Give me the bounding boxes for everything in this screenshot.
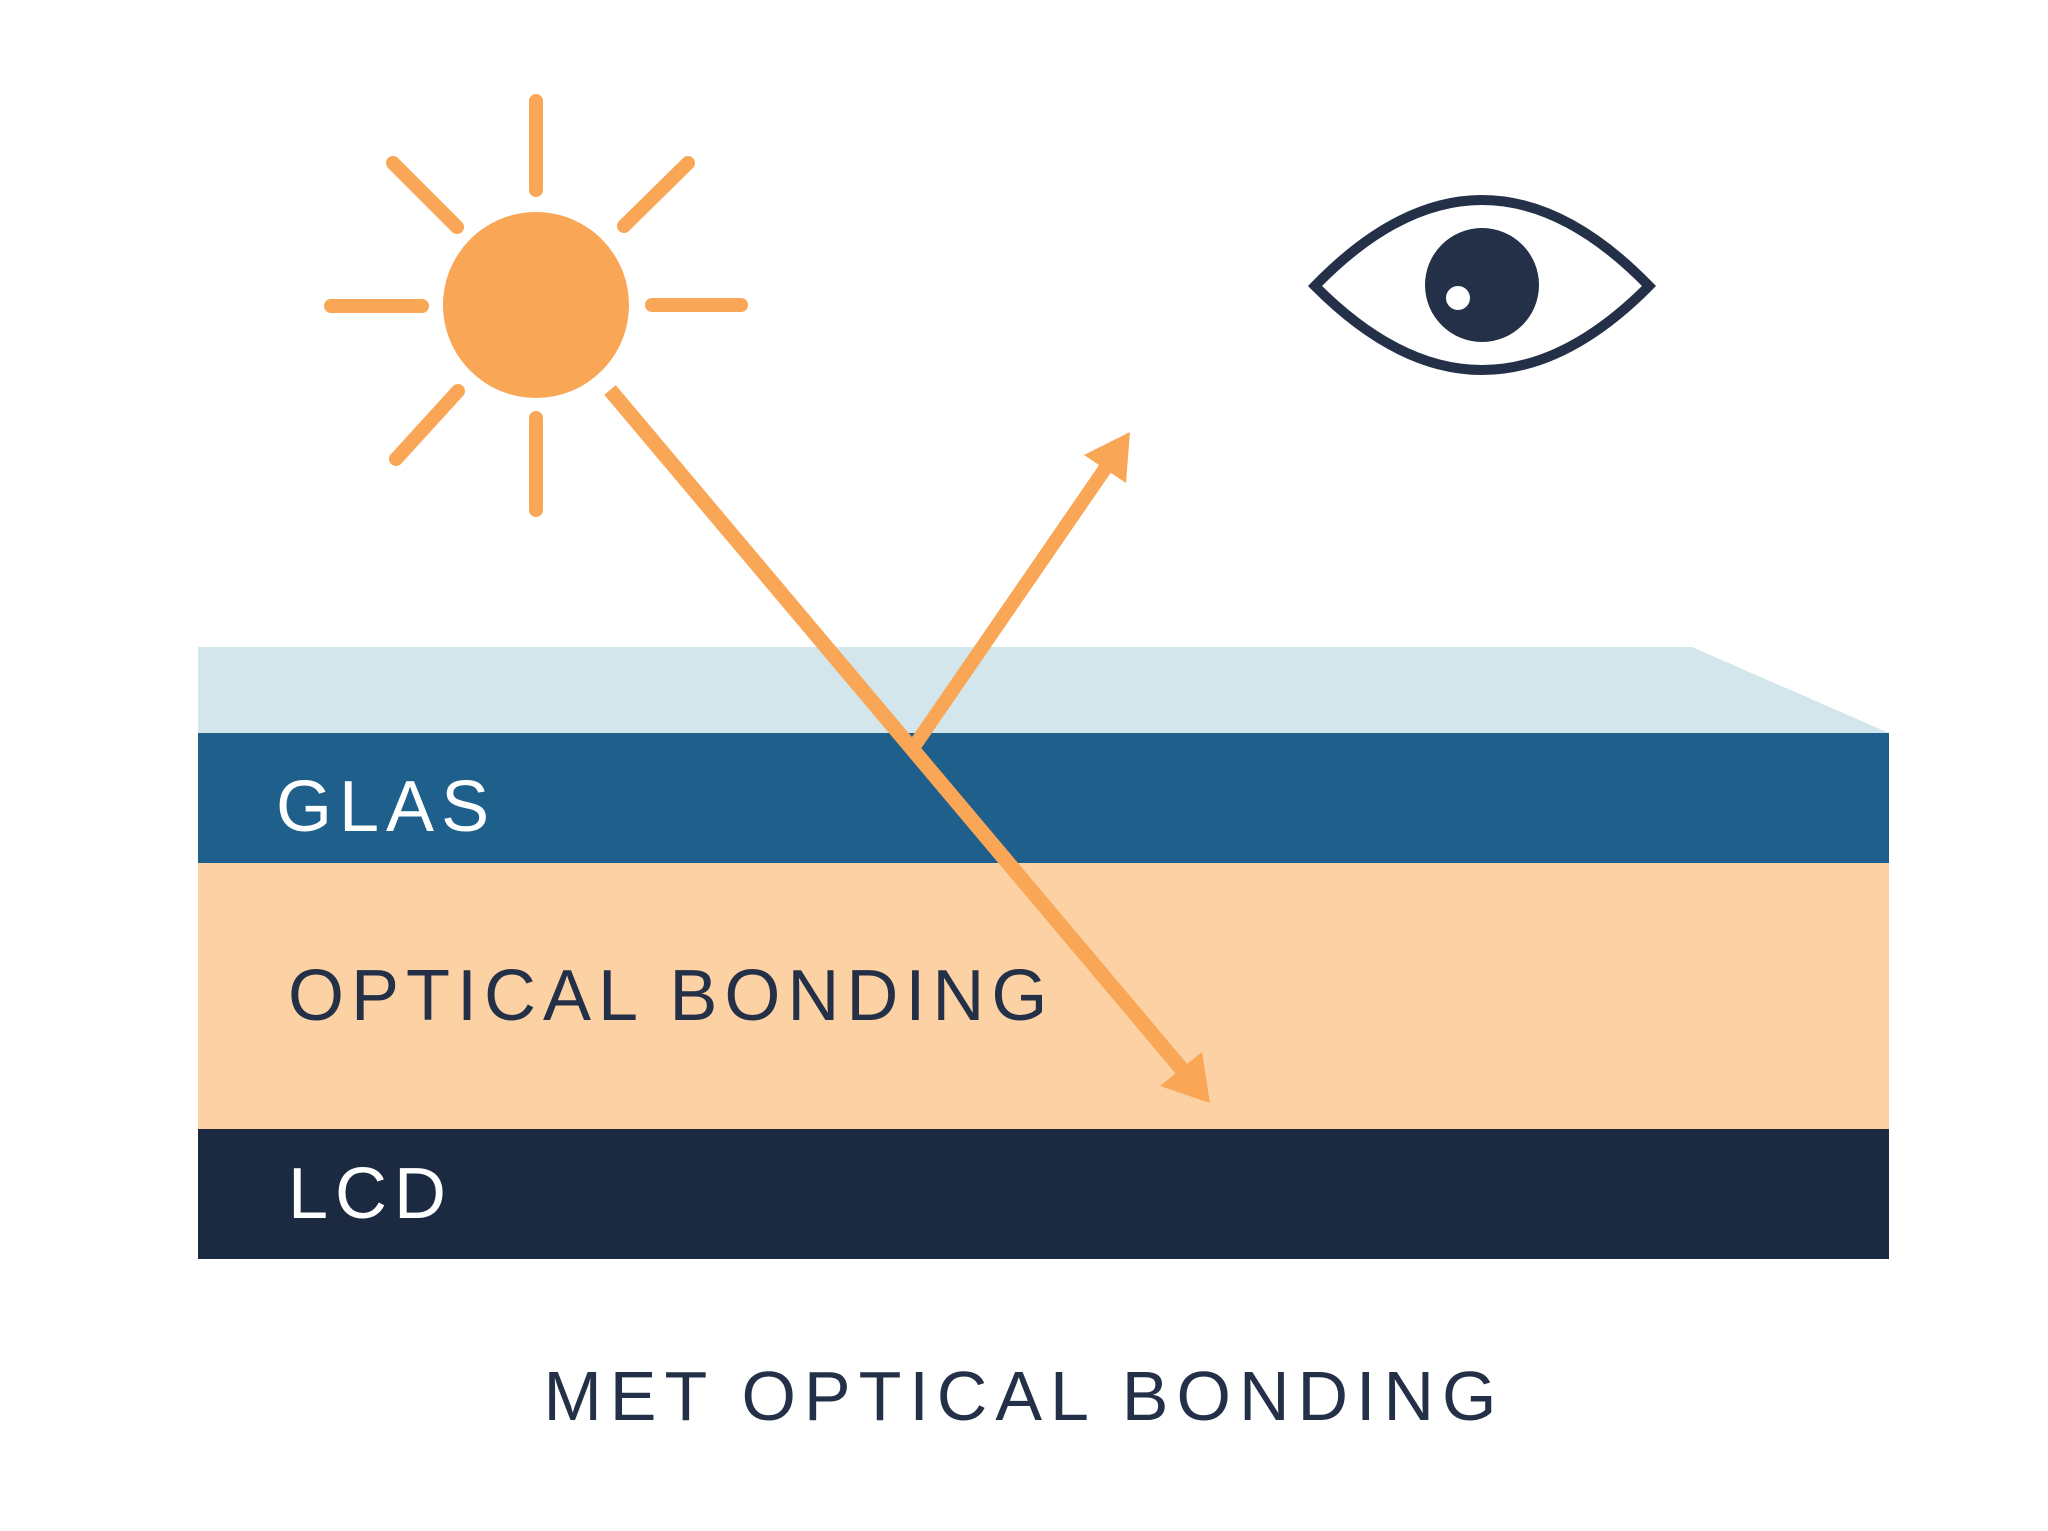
sun-ray-nw <box>386 156 464 234</box>
layer-glas: GLAS <box>198 733 1889 863</box>
reflected-ray-arrowhead <box>1084 432 1130 483</box>
eye-outline <box>1307 195 1657 375</box>
diagram-caption: MET OPTICAL BONDING <box>543 1357 1505 1435</box>
reflected-ray-line <box>909 459 1115 749</box>
layer-optical-bonding: OPTICAL BONDING <box>198 863 1889 1129</box>
eye-pupil-highlight <box>1446 286 1470 310</box>
sun-ray-ne <box>617 156 695 233</box>
glass-top-face <box>198 647 1889 733</box>
layer-lcd-label: LCD <box>288 1154 454 1234</box>
eye-icon <box>1307 195 1657 375</box>
eye-pupil <box>1425 228 1539 342</box>
reflected-light-ray-arrow <box>909 432 1130 749</box>
sun-core <box>443 212 629 398</box>
sun-ray-sw <box>389 384 465 466</box>
layer-optical-bonding-label: OPTICAL BONDING <box>288 956 1055 1036</box>
sun-icon <box>324 94 748 517</box>
layer-lcd: LCD <box>198 1129 1889 1259</box>
layer-glas-label: GLAS <box>276 767 497 847</box>
